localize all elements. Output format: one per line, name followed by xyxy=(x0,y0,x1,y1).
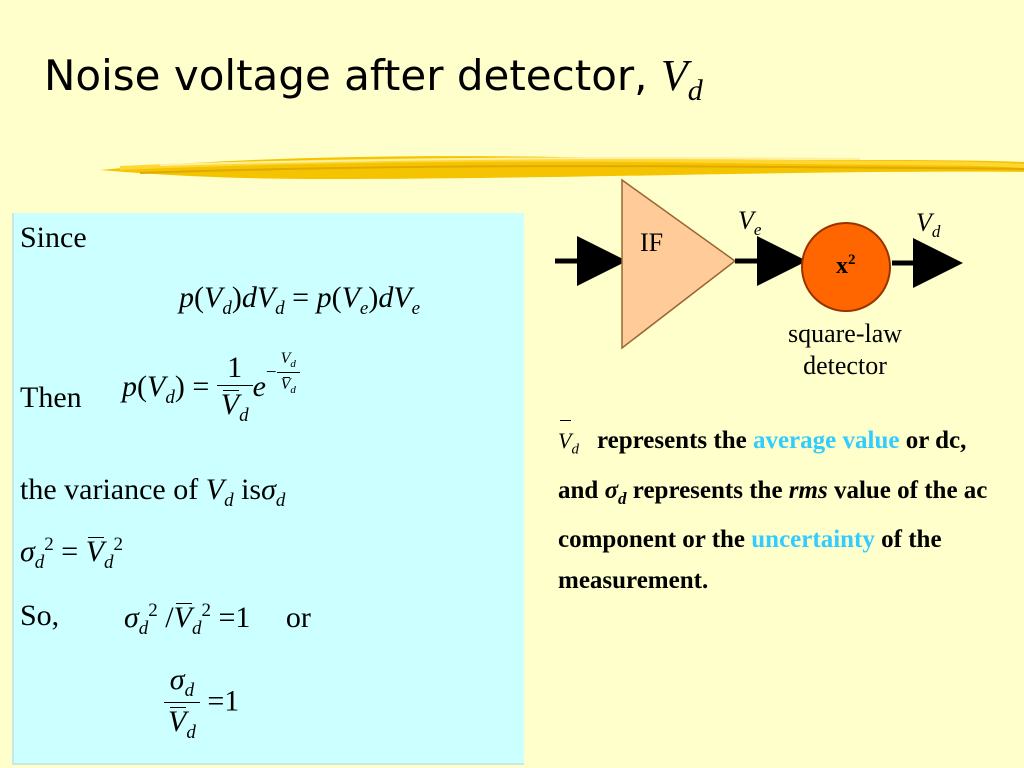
equation-ratio-equals-one: σd2 /Vd2 =1 or xyxy=(124,600,311,639)
detector-block-diagram: IF Ve Vd x2 square-law detector xyxy=(540,170,1000,410)
square-law-detector xyxy=(801,222,891,312)
x-squared-label: x2 xyxy=(836,252,856,279)
then-label: Then xyxy=(20,381,82,414)
ve-label: Ve xyxy=(738,206,762,240)
since-label: Since xyxy=(20,221,87,254)
detector-caption: square-law detector xyxy=(787,319,903,380)
derivation-box: Since p(Vd)dVd = p(Ve)dVe Then p(Vd) = 1… xyxy=(12,213,524,765)
so-label: So, xyxy=(20,599,60,632)
title-symbol: Vd xyxy=(660,51,703,107)
variance-statement: the variance of Vd isσd xyxy=(20,473,286,511)
vd-label: Vd xyxy=(916,208,941,242)
equation-pdf-equality: p(Vd)dVd = p(Ve)dVe xyxy=(179,281,421,319)
diagram-shapes xyxy=(555,178,963,350)
equation-variance-equals-mean-squared: σd2 = Vd2 xyxy=(20,534,124,573)
slide-title-text: Noise voltage after detector, xyxy=(44,51,661,100)
vd-mean-symbol: Vd xyxy=(558,420,579,457)
brush-stroke-divider xyxy=(100,156,1024,180)
if-label: IF xyxy=(640,228,664,257)
if-amplifier xyxy=(621,178,737,350)
slide-title: Noise voltage after detector, Vd xyxy=(44,50,703,108)
